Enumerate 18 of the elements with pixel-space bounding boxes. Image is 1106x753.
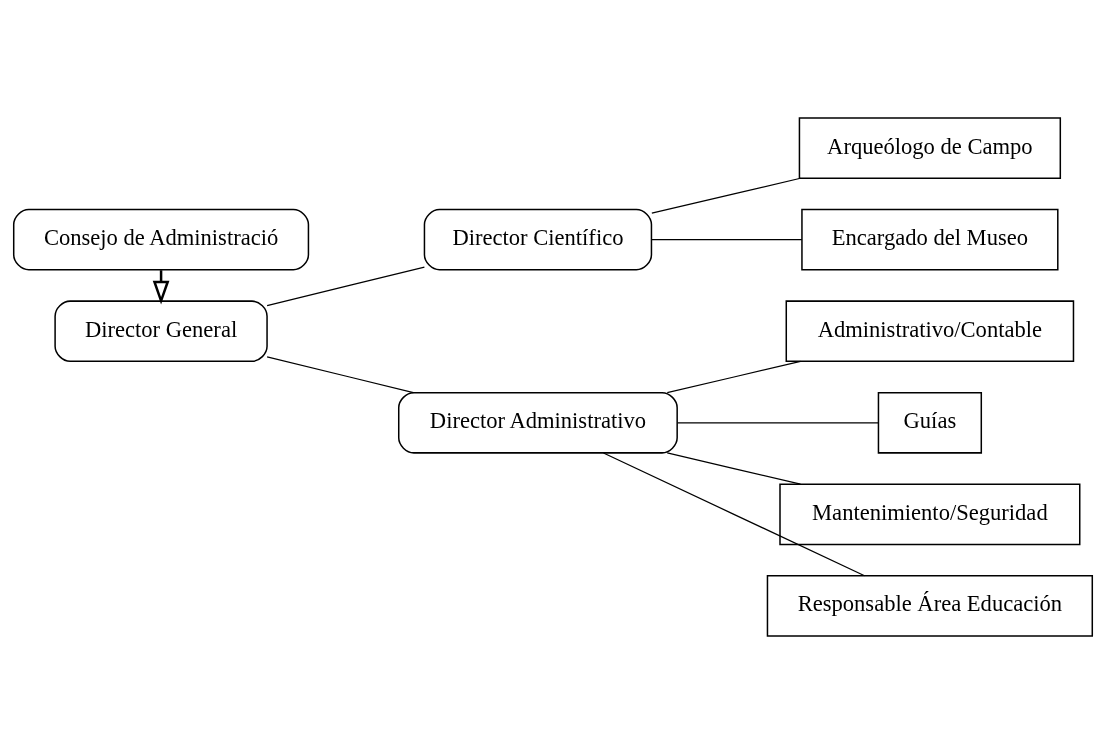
node-box: Mantenimiento/Seguridad [779,483,1081,545]
connector [266,266,426,306]
node-box: Arqueólogo de Campo [798,116,1062,179]
connector [676,421,879,423]
connector [651,238,803,240]
connector [602,451,866,576]
node-box: Director General [54,299,268,362]
node-box: Director Científico [423,208,653,270]
node-box: Director Administrativo [398,391,678,454]
node-box: Guías [877,391,983,454]
connector [666,451,802,485]
node-box: Administrativo/Contable [785,299,1075,362]
connector [266,355,414,393]
node-box: Encargado del Museo [801,208,1059,270]
node-box: Consejo de Administració [12,208,310,270]
node-box: Responsable Área Educación [766,574,1094,637]
connector [666,360,802,393]
connector [651,177,802,214]
